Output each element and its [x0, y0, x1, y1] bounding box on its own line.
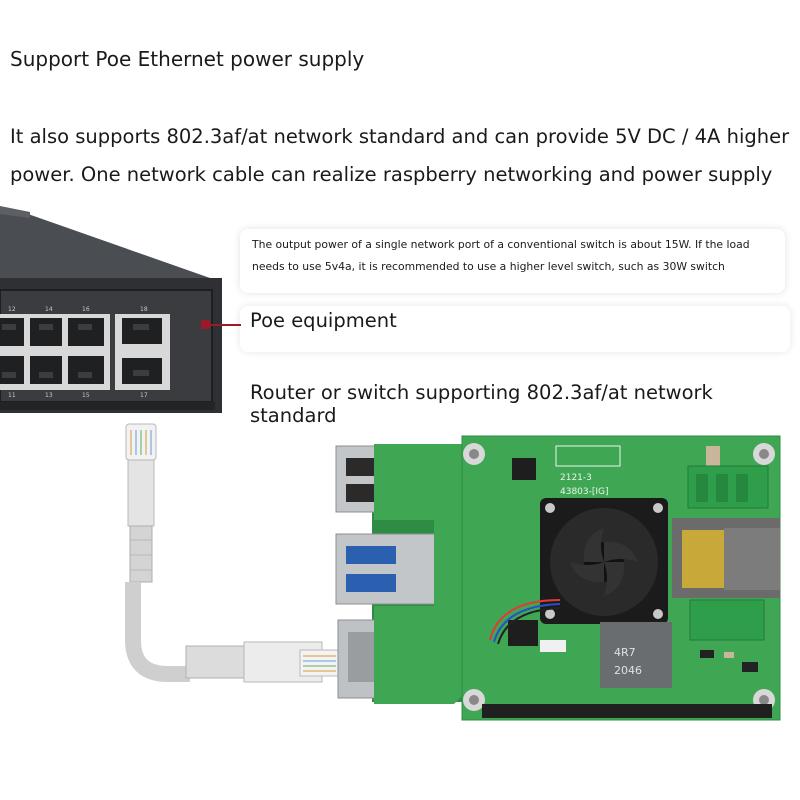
cooling-fan: [540, 498, 668, 624]
network-switch: 12 14 16 18 11 13 15 17: [0, 206, 222, 413]
port-number: 12: [8, 306, 16, 313]
inductor-label: 4R7: [614, 646, 636, 659]
callout-marker: [201, 320, 210, 329]
port-number: 13: [45, 392, 53, 399]
ethernet-port: [68, 356, 104, 384]
ethernet-port: [68, 318, 104, 346]
raspberry-pi-poe-hat: 2121-3 43803-[IG]: [335, 435, 781, 721]
poe-equipment-label: Poe equipment: [240, 306, 790, 352]
ethernet-cable: [125, 423, 341, 683]
inductor: 4R7 2046: [600, 622, 672, 688]
port-number: 14: [45, 306, 53, 313]
ethernet-port: [122, 318, 162, 344]
ethernet-port: [0, 318, 24, 346]
power-note: The output power of a single network por…: [240, 229, 785, 293]
router-switch-label: Router or switch supporting 802.3af/at n…: [250, 381, 713, 427]
inductor-label: 2046: [614, 664, 642, 677]
port-number: 16: [82, 306, 90, 313]
description-paragraph: It also supports 802.3af/at network stan…: [10, 125, 790, 186]
port-number: 17: [140, 392, 148, 399]
port-number: 15: [82, 392, 90, 399]
ethernet-port: [30, 318, 62, 346]
ethernet-port: [122, 358, 162, 384]
ethernet-port: [0, 356, 24, 384]
board-silkscreen: 43803-[IG]: [560, 487, 609, 497]
callout-line: [207, 324, 241, 326]
port-number: 18: [140, 306, 148, 313]
ethernet-port: [30, 356, 62, 384]
port-number: 11: [8, 392, 16, 399]
board-silkscreen: 2121-3: [560, 473, 592, 483]
usb-port: [335, 533, 441, 605]
heading: Support Poe Ethernet power supply: [10, 47, 365, 71]
